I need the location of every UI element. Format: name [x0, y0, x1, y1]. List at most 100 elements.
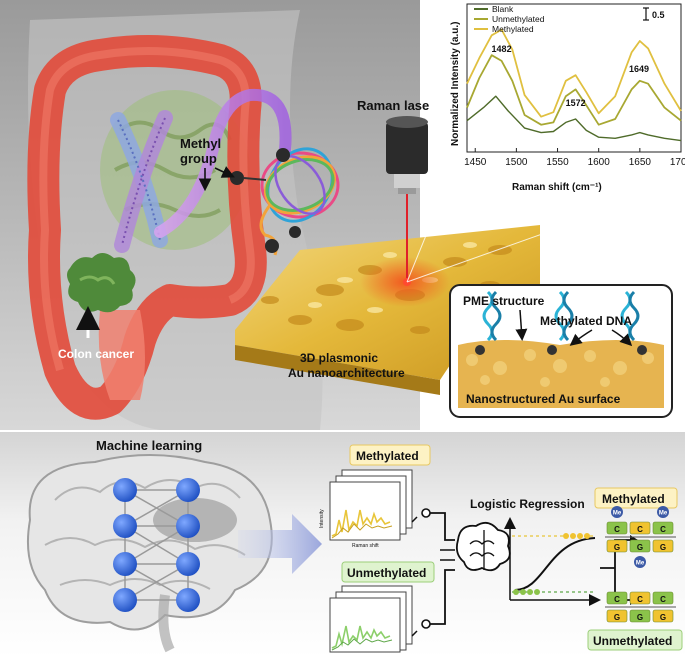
unmethylated-output-label: Unmethylated [593, 634, 672, 648]
chart-scale-bar-label: 0.5 [652, 10, 665, 20]
logistic-regression-label: Logistic Regression [470, 497, 585, 511]
unmethylated-mini-charts [329, 585, 418, 653]
methylated-output-tag [594, 487, 678, 509]
inset-dna-strands [475, 290, 647, 355]
legend-entry: Unmethylated [492, 14, 545, 24]
methyl-marker [634, 556, 646, 568]
base-block [606, 539, 628, 553]
base-letter: C [637, 595, 643, 604]
methylated-tag-label: Methylated [356, 449, 419, 463]
methyl-arrow-right [214, 166, 235, 178]
chart-series-group [466, 28, 682, 142]
x-tick-label: 1450 [464, 157, 487, 168]
top-panel: Colon cancer Methyl group [0, 0, 540, 430]
series-line-methylated [466, 28, 682, 118]
pme-structure-label: PME structure [463, 294, 545, 308]
methylated-output-label: Methylated [602, 492, 665, 506]
unmethylated-tag-label: Unmethylated [347, 566, 426, 580]
base-block [652, 609, 674, 623]
methyl-marker [611, 506, 623, 518]
au-surface-label: Nanostructured Au surface [466, 392, 621, 406]
base-letter: G [660, 613, 666, 622]
base-block [629, 521, 651, 535]
base-letter: C [660, 595, 666, 604]
raman-laser-label: Raman laser [357, 98, 434, 113]
unmethylated-output-tag [587, 629, 683, 651]
methylated-dna-arrow-left [569, 329, 593, 346]
methylated-dna-label: Methylated DNA [540, 314, 632, 328]
logistic-curve-plot [504, 517, 601, 606]
methylated-mini-charts: Intensity Raman shift [319, 469, 418, 549]
peak-label: 1572 [566, 98, 586, 108]
colon-cancer-label: Colon cancer [58, 347, 134, 361]
series-line-blank [466, 95, 682, 142]
optical-fiber [154, 88, 292, 238]
base-letter: C [637, 525, 643, 534]
series-line-unmethylated [466, 54, 682, 126]
methylated-dna-arrow-right [611, 329, 633, 347]
classifier-brain-icon [455, 521, 511, 572]
plasmonic-label-line1: 3D plasmonic [300, 351, 378, 365]
x-tick-label: 1700 [670, 157, 685, 168]
methyl-marker-label: Me [636, 561, 645, 567]
base-block [652, 591, 674, 605]
methyl-marker [657, 506, 669, 518]
base-letter: C [614, 595, 620, 604]
flow-arrow [238, 514, 322, 574]
raman-spectrum-chart: 1450 1500 1550 1600 1650 1700 1482 1572 1649 Bl… [430, 0, 685, 205]
legend-entry: Methylated [492, 24, 534, 34]
peak-label: 1649 [629, 64, 649, 74]
base-letter: G [614, 613, 620, 622]
chart-peak-labels: 1482 1572 1649 [492, 44, 649, 108]
base-block [629, 609, 651, 623]
mini-chart-xlabel-top: Raman shift [352, 543, 379, 549]
inset-surface-texture [466, 349, 654, 387]
base-block [652, 539, 674, 553]
peak-label: 1482 [492, 44, 512, 54]
base-letter: G [614, 543, 620, 552]
chart-plot-frame [466, 3, 682, 153]
methylated-tag [349, 444, 431, 466]
colon-tumor [67, 253, 136, 313]
inset-gold-surface [458, 340, 664, 408]
mini-chart-ylabel-top: Intensity [319, 509, 325, 528]
x-tick-label: 1550 [546, 157, 569, 168]
rectum [98, 310, 145, 400]
methyl-marker-label: Me [659, 511, 668, 517]
x-tick-label: 1650 [629, 157, 652, 168]
chart-y-axis-label: Normalized Intensity (a.u.) [450, 22, 461, 146]
machine-learning-label: Machine learning [96, 438, 202, 453]
chart-ticks-group: 1450 1500 1550 1600 1650 1700 [464, 148, 685, 168]
base-block [606, 521, 628, 535]
unmethylated-tag [341, 561, 435, 583]
plasmonic-label-line2: Au nanoarchitecture [288, 366, 405, 380]
chart-scale-bar: 0.5 [643, 7, 665, 21]
chromosome [110, 110, 173, 253]
methyl-label-line1: Methyl [180, 136, 221, 151]
pme-arrow [515, 309, 528, 341]
x-tick-label: 1500 [505, 157, 528, 168]
classifier-connectors [421, 508, 455, 629]
neural-network [113, 478, 200, 612]
base-letter: G [660, 543, 666, 552]
colon-highlight [39, 47, 255, 372]
methyl-label-line2: group [180, 151, 217, 166]
methyl-group-balls [230, 148, 301, 253]
legend-entry: Blank [492, 4, 514, 14]
brain-illustration [26, 454, 273, 653]
base-block [606, 609, 628, 623]
chart-x-axis-label: Raman shift (cm⁻¹) [512, 182, 602, 193]
base-letter: G [637, 543, 643, 552]
methyl-marker-label: Me [613, 511, 622, 517]
x-tick-label: 1600 [588, 157, 611, 168]
base-block [629, 539, 651, 553]
base-letter: C [660, 525, 666, 534]
base-block [652, 521, 674, 535]
base-block [629, 591, 651, 605]
pme-inset: PME structure Methylated DNA Nanostructu… [449, 284, 673, 418]
